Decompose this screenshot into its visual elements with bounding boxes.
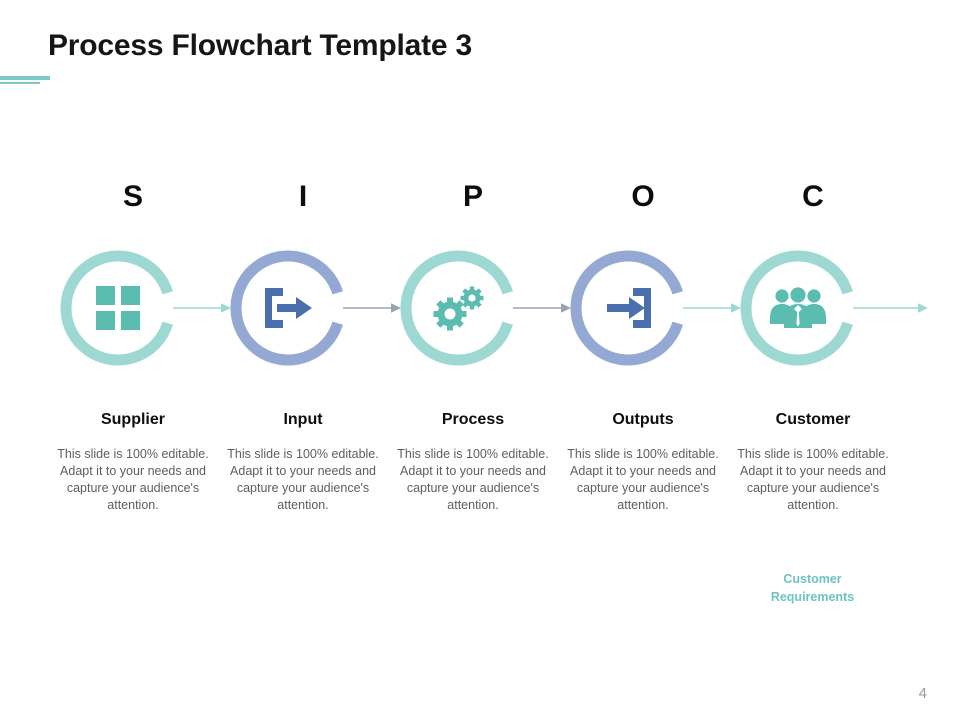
step-ring xyxy=(570,250,683,366)
title-underline-thin-bar xyxy=(0,82,40,84)
flow-arrow-icon xyxy=(173,303,231,313)
caption-body-input: This slide is 100% editable. Adapt it to… xyxy=(227,447,379,512)
login-arrow-icon xyxy=(607,288,651,328)
caption-body-outputs: This slide is 100% editable. Adapt it to… xyxy=(567,447,719,512)
caption-body-supplier: This slide is 100% editable. Adapt it to… xyxy=(57,447,209,512)
step-icon-holder xyxy=(227,247,349,369)
step-letter-s: S xyxy=(122,180,143,213)
flow-connector-3 xyxy=(513,301,571,315)
title-underline-decoration xyxy=(0,76,50,86)
flow-step-input[interactable]: I xyxy=(218,180,388,400)
page-title: Process Flowchart Template 3 xyxy=(48,29,472,62)
gears-icon xyxy=(433,286,484,331)
caption-heading-outputs: Outputs xyxy=(612,411,674,428)
step-letter-o: O xyxy=(631,180,655,213)
step-ring-wrapper xyxy=(737,247,859,369)
page-number: 4 xyxy=(918,685,927,702)
flow-arrow-icon xyxy=(853,303,928,313)
caption-body-process: This slide is 100% editable. Adapt it to… xyxy=(397,447,549,512)
step-icon-holder xyxy=(737,247,859,369)
people-group-icon xyxy=(770,287,826,328)
step-ring xyxy=(60,250,173,366)
caption-heading-supplier: Supplier xyxy=(100,411,165,428)
step-ring xyxy=(400,250,513,366)
caption-heading-customer: Customer xyxy=(775,411,851,428)
flow-arrow-icon xyxy=(343,303,401,313)
step-ring-wrapper xyxy=(227,247,349,369)
step-letter-i: I xyxy=(298,180,308,213)
flow-step-supplier[interactable]: S xyxy=(48,180,218,400)
step-letter-c: C xyxy=(802,180,824,213)
logout-arrow-icon xyxy=(265,288,312,328)
title-underline-thick-bar xyxy=(0,76,50,80)
step-ring xyxy=(230,250,343,366)
step-letter-p: P xyxy=(462,180,483,213)
step-ring-wrapper xyxy=(567,247,689,369)
step-ring xyxy=(740,250,853,366)
step-icon-holder xyxy=(57,247,179,369)
flow-arrow-icon xyxy=(513,303,571,313)
flow-connector-4 xyxy=(683,301,741,315)
step-ring-wrapper xyxy=(57,247,179,369)
step-icon-holder xyxy=(397,247,519,369)
flow-step-customer[interactable]: C xyxy=(728,180,898,400)
flow-connector-2 xyxy=(343,301,401,315)
sipoc-flow-diagram: S I P O xyxy=(0,180,960,400)
caption-body-customer: This slide is 100% editable. Adapt it to… xyxy=(737,447,889,512)
caption-heading-process: Process xyxy=(441,411,505,428)
caption-heading-input: Input xyxy=(283,411,323,428)
flow-arrow-icon xyxy=(683,303,741,313)
flow-connector-1 xyxy=(173,301,231,315)
step-ring-wrapper xyxy=(397,247,519,369)
flow-connector-5 xyxy=(853,301,928,315)
flow-step-process[interactable]: P xyxy=(388,180,558,400)
step-icon-holder xyxy=(567,247,689,369)
grid-squares-icon xyxy=(96,286,140,330)
flow-step-outputs[interactable]: O xyxy=(558,180,728,400)
customer-requirements-note: Customer Requirements xyxy=(770,572,855,604)
